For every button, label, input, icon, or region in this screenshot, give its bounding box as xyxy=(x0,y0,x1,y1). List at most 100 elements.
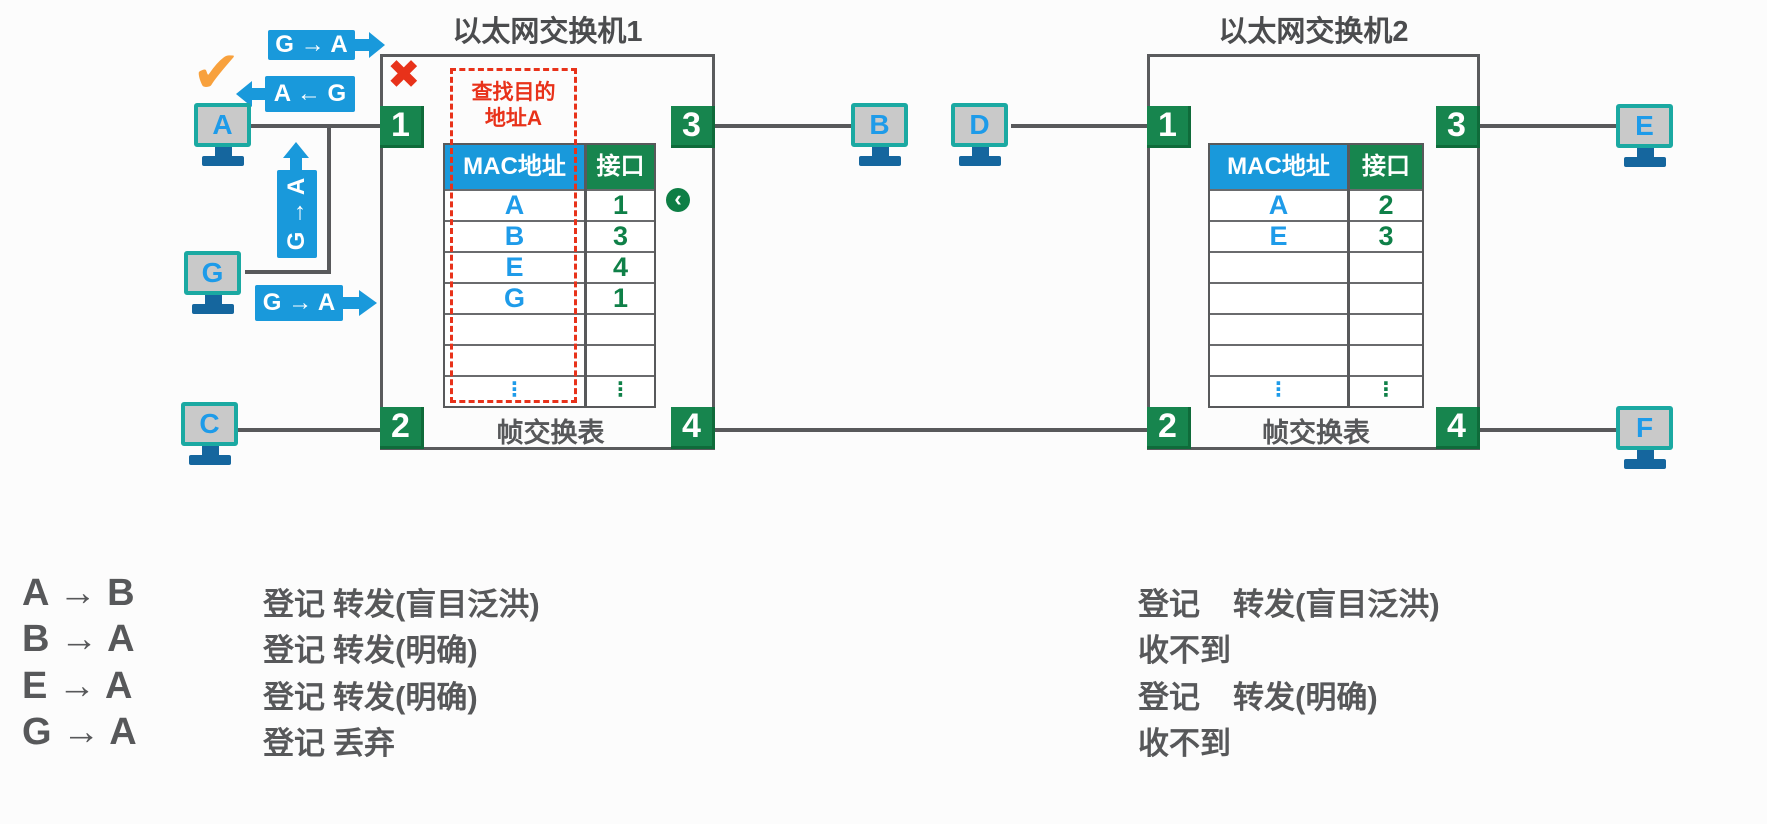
sw1-action-detail: 转发(明确) xyxy=(333,680,478,715)
sw2-action: 收不到 xyxy=(1138,726,1231,761)
link-hostD-sw2p1 xyxy=(1011,124,1149,128)
arrow-up-icon xyxy=(283,142,309,158)
arrow-right-icon xyxy=(343,297,359,309)
link-sw1p3-hostB xyxy=(713,124,853,128)
table-cell-ellipsis: ⋮ xyxy=(445,375,584,406)
monitor-base xyxy=(189,455,231,465)
table-cell: 1 xyxy=(587,189,654,220)
lookup-text-line1: 查找目的 xyxy=(471,81,556,104)
monitor-icon: E xyxy=(1616,104,1673,148)
switch1-port-1: 1 xyxy=(380,106,424,148)
arrow-right-icon xyxy=(369,32,385,58)
table-cell: G xyxy=(445,282,584,313)
transmission-pair: G → A xyxy=(22,711,137,753)
monitor-icon: B xyxy=(851,103,908,147)
table-cell: 4 xyxy=(587,251,654,282)
arrow-up-icon xyxy=(290,158,302,170)
switch1-port-3: 3 xyxy=(671,106,715,148)
host-c-label: C xyxy=(199,408,220,439)
monitor-icon: A xyxy=(194,103,251,147)
switch2-port-1: 1 xyxy=(1147,106,1191,148)
table-cell xyxy=(1350,282,1422,313)
transmission-pair: E → A xyxy=(22,665,133,707)
arrow-right-icon xyxy=(359,290,377,316)
switch1-box xyxy=(380,54,715,450)
sw1-action: 登记 xyxy=(263,633,325,668)
sw2-action: 登记 xyxy=(1138,587,1200,622)
sw1-action: 登记 xyxy=(263,726,325,761)
frame-label-g-to-a-bottom: G → A xyxy=(255,285,343,321)
monitor-icon: D xyxy=(951,103,1008,147)
monitor-base xyxy=(859,156,901,166)
sw2-action: 收不到 xyxy=(1138,633,1231,668)
transmission-pair: B → A xyxy=(22,618,135,660)
frame-label-g-to-a-vertical: G → A xyxy=(277,170,317,258)
sw1-action: 登记 xyxy=(263,680,325,715)
table-cell xyxy=(1350,251,1422,282)
switch1-port-header: 接口 xyxy=(587,145,654,189)
switch2-port-2: 2 xyxy=(1147,407,1191,449)
monitor-icon: G xyxy=(184,251,241,295)
sw1-action-detail: 丢弃 xyxy=(333,726,395,761)
switch1-port-2: 2 xyxy=(380,407,424,449)
host-g: G xyxy=(184,251,242,314)
table-cell xyxy=(1210,313,1347,344)
switch2-mac-header: MAC地址 xyxy=(1210,145,1347,189)
arrow-right-icon xyxy=(355,39,369,51)
sw1-action-detail: 转发(盲目泛洪) xyxy=(333,587,540,622)
frame-label-a-from-g: A ← G xyxy=(265,76,355,112)
host-d: D xyxy=(951,103,1009,166)
host-d-label: D xyxy=(969,109,990,140)
monitor-stand xyxy=(214,147,232,156)
table-cell: B xyxy=(445,220,584,251)
link-hostG-horizontal xyxy=(245,270,331,274)
transmission-pair: A → B xyxy=(22,572,135,614)
transmission-row: E → A 登记 转发(明确) 登记 转发(明确) xyxy=(0,665,1767,715)
host-g-label: G xyxy=(201,257,224,288)
host-b-label: B xyxy=(869,109,890,140)
table-cell-ellipsis: ⋮ xyxy=(1210,375,1347,406)
switch2-port-3: 3 xyxy=(1436,106,1480,148)
host-e-label: E xyxy=(1635,110,1654,141)
table-cell: 2 xyxy=(1350,189,1422,220)
sw2-action: 登记 xyxy=(1138,680,1200,715)
transmission-row: G → A 登记 丢弃 收不到 xyxy=(0,711,1767,761)
monitor-base xyxy=(192,304,234,314)
monitor-stand xyxy=(1636,148,1654,157)
switch1-table-caption: 帧交换表 xyxy=(496,418,605,448)
cross-icon: ✖ xyxy=(387,53,421,97)
table-cell: A xyxy=(1210,189,1347,220)
host-f: F xyxy=(1616,406,1674,469)
monitor-stand xyxy=(201,446,219,455)
link-sw2p4-hostF xyxy=(1478,428,1618,432)
table-cell-ellipsis: ⋮ xyxy=(1350,375,1422,406)
switch2-port-header: 接口 xyxy=(1350,145,1422,189)
monitor-base xyxy=(202,156,244,166)
transmission-row: B → A 登记 转发(明确) 收不到 xyxy=(0,618,1767,668)
table-cell xyxy=(1350,344,1422,375)
switch1-mac-column: MAC地址 A B E G ⋮ xyxy=(443,143,586,408)
table-cell: 3 xyxy=(587,220,654,251)
switch2-port-4: 4 xyxy=(1436,407,1480,449)
host-c: C xyxy=(181,402,239,465)
monitor-stand xyxy=(204,295,222,304)
table-cell: E xyxy=(1210,220,1347,251)
host-a: A xyxy=(194,103,252,166)
arrow-left-icon xyxy=(236,81,252,107)
monitor-base xyxy=(959,156,1001,166)
switch2-box xyxy=(1147,54,1480,450)
monitor-base xyxy=(1624,459,1666,469)
link-hostA-sw1p1 xyxy=(245,124,382,128)
table-cell xyxy=(1210,344,1347,375)
host-e: E xyxy=(1616,104,1674,167)
host-b: B xyxy=(851,103,909,166)
table-cell xyxy=(587,344,654,375)
sw1-action-detail: 转发(明确) xyxy=(333,633,478,668)
table-cell xyxy=(587,313,654,344)
sw2-action-detail: 转发(盲目泛洪) xyxy=(1233,587,1440,622)
monitor-stand xyxy=(971,147,989,156)
table-cell xyxy=(445,344,584,375)
switch2-mac-column: MAC地址 A E ⋮ xyxy=(1208,143,1349,408)
host-f-label: F xyxy=(1635,412,1654,443)
